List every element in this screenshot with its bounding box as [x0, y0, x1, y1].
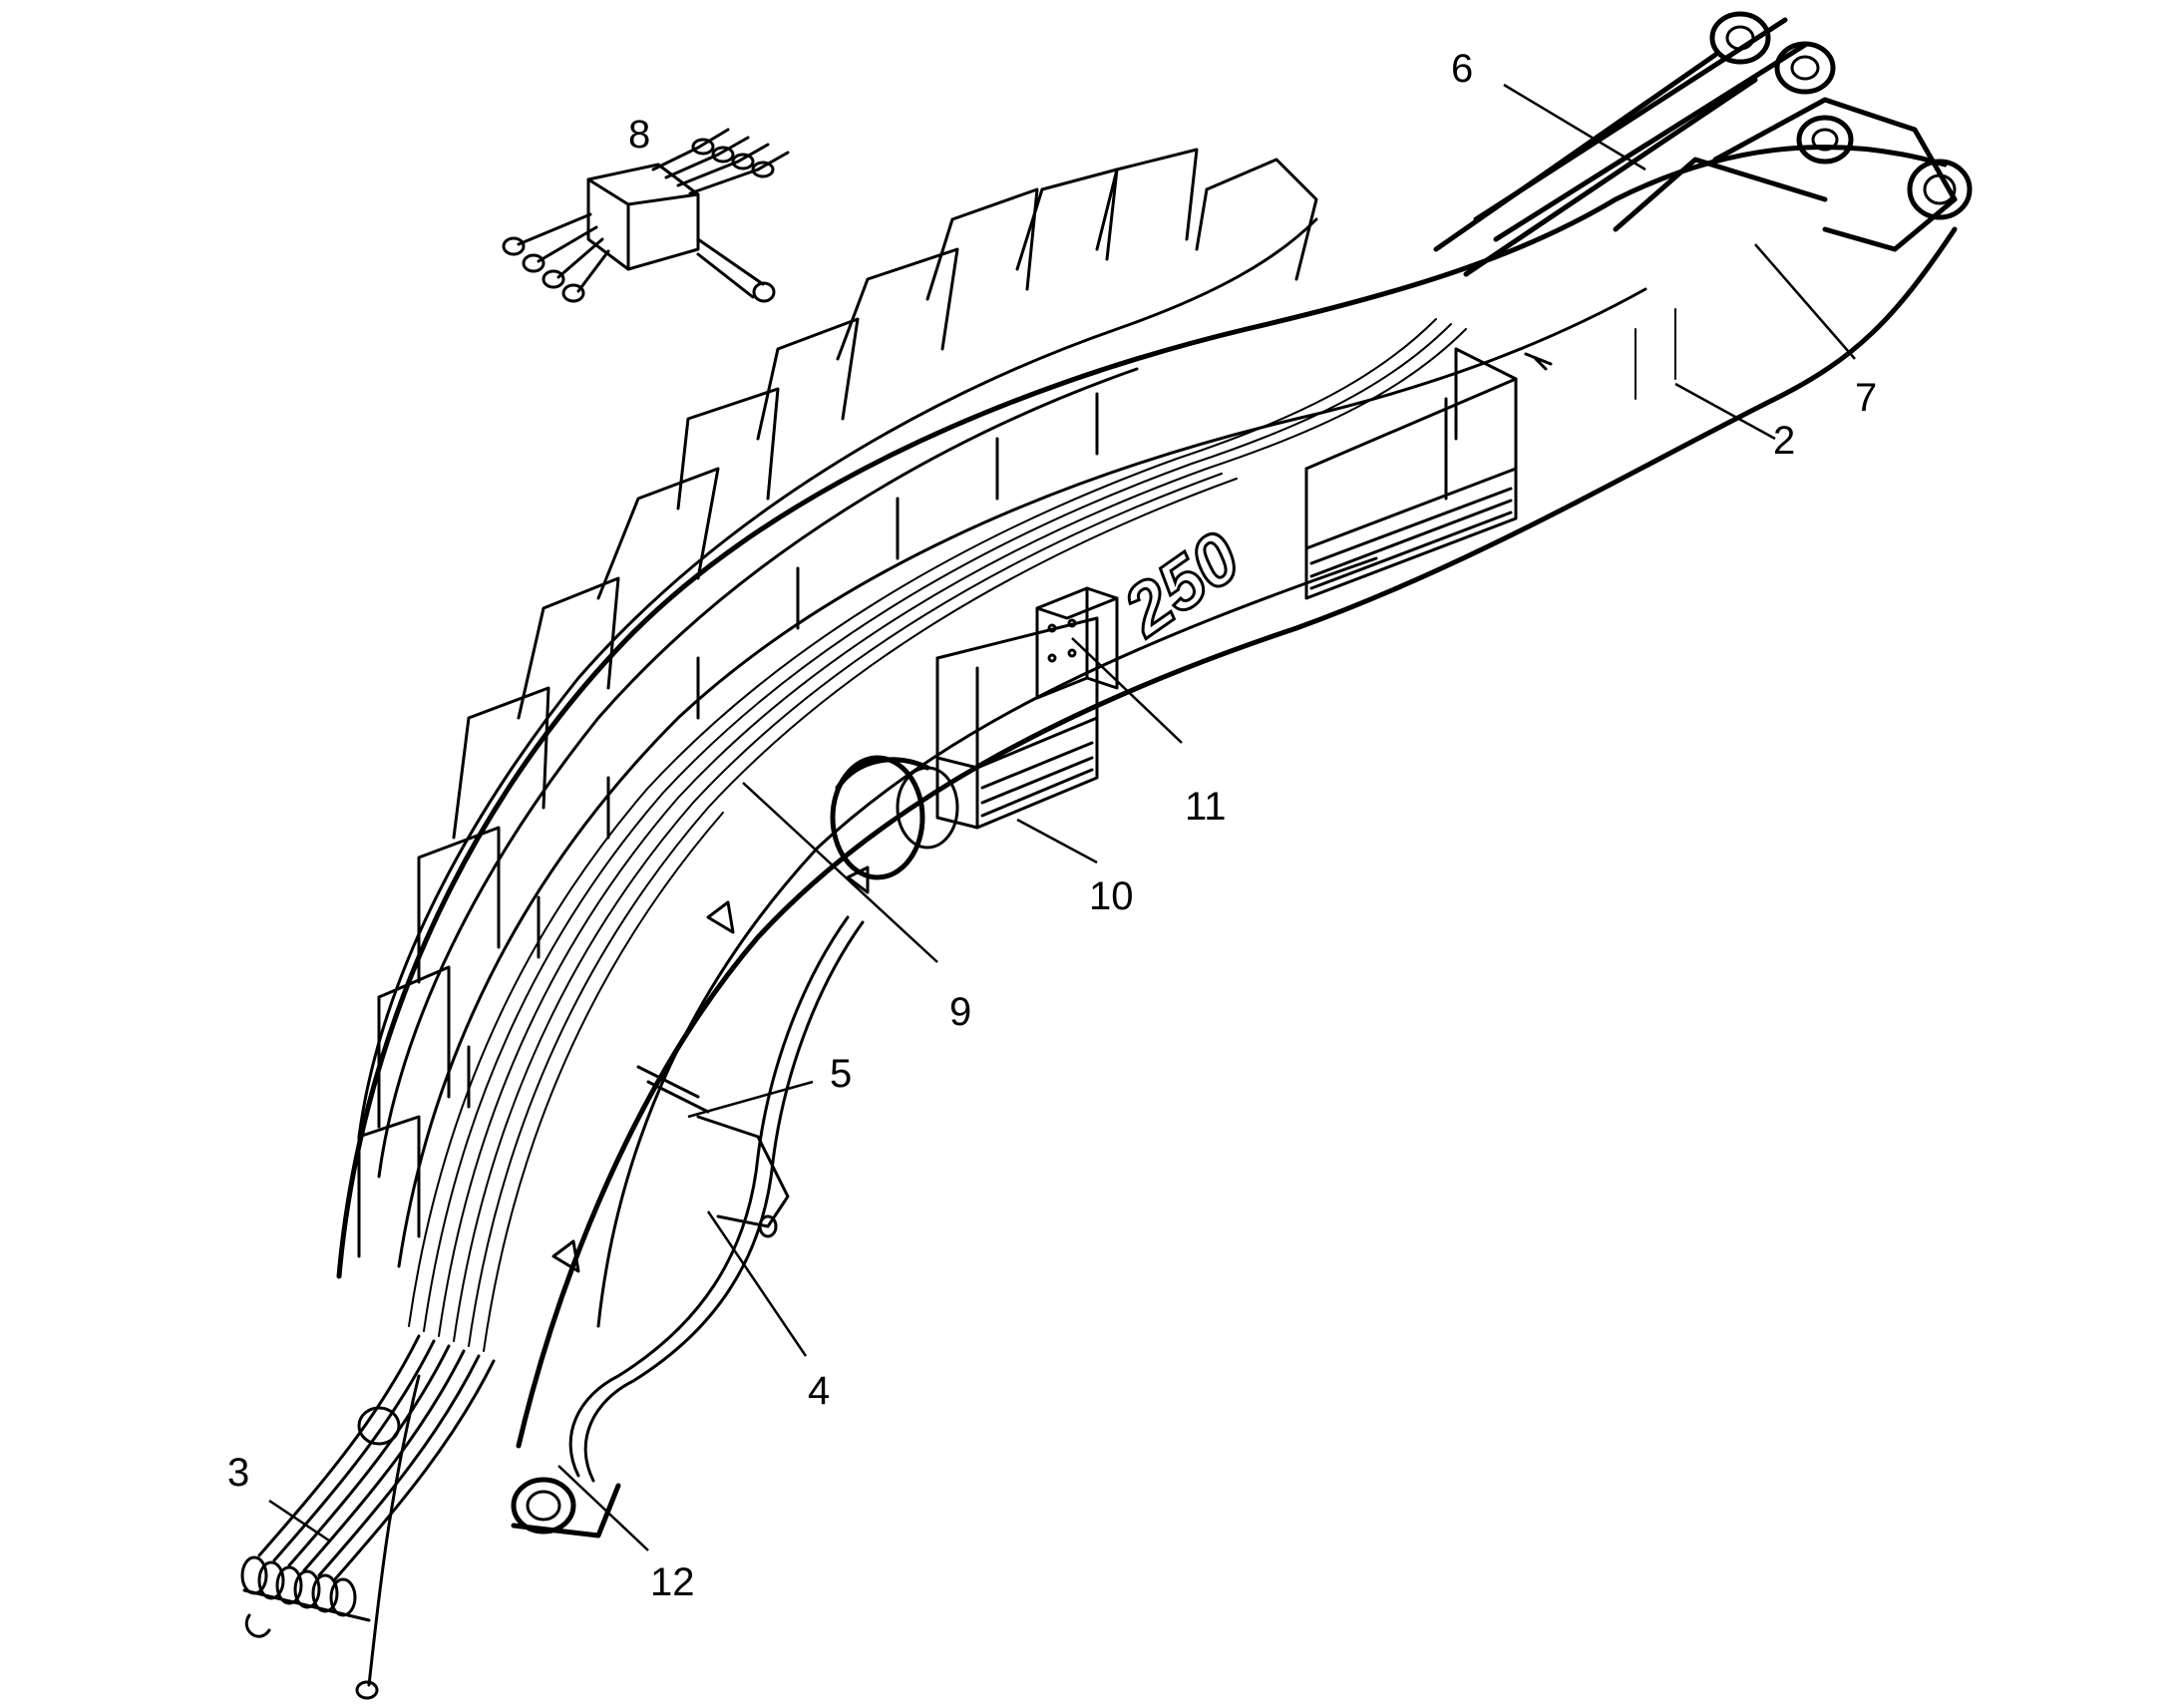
- leader-line-11: [1071, 637, 1183, 744]
- manifold-detail: [502, 128, 790, 303]
- callout-5: 5: [830, 1052, 852, 1096]
- callout-4: 4: [808, 1369, 830, 1413]
- manifold-hoses-lower: [502, 212, 776, 303]
- leader-line-6: [1503, 83, 1646, 171]
- leader-line-10: [1016, 818, 1098, 864]
- side-hose-loop: [568, 915, 865, 1483]
- leader-line-5: [687, 1080, 814, 1119]
- callout-labels: 2 3 4 5 6 7 8 9 10 11 12: [227, 47, 1877, 1604]
- callout-2: 2: [1773, 419, 1795, 463]
- leader-line-2: [1674, 382, 1776, 441]
- callout-12: 12: [650, 1560, 695, 1604]
- boom-cylinder: [1433, 11, 1854, 277]
- leader-line-12: [557, 1465, 649, 1551]
- leader-line-7: [1754, 243, 1856, 360]
- valve-block: [1035, 586, 1119, 700]
- swivel-drum: [830, 755, 959, 880]
- callout-7: 7: [1855, 376, 1877, 420]
- boom-foot: [357, 1406, 621, 1538]
- boom-model-marking: 250: [1109, 517, 1255, 653]
- leader-line-3: [268, 1499, 330, 1542]
- callout-9: 9: [949, 990, 971, 1034]
- handrails: [357, 148, 1318, 1258]
- callout-10: 10: [1089, 874, 1134, 918]
- callout-3: 3: [227, 1451, 249, 1495]
- leader-lines: [268, 83, 1856, 1551]
- upper-platform: [1304, 347, 1518, 600]
- manifold-hoses-upper: [651, 128, 790, 195]
- boom-tip: [1613, 97, 1973, 400]
- hydraulic-lines-bundle: [408, 318, 1467, 1352]
- callout-6: 6: [1451, 47, 1473, 91]
- side-plate-details: [551, 352, 1553, 1273]
- callout-11: 11: [1185, 785, 1227, 829]
- callout-8: 8: [628, 113, 650, 157]
- boom-body: [336, 144, 1958, 1449]
- hose-ends: [240, 1334, 496, 1700]
- leader-line-9: [742, 782, 938, 963]
- leader-line-4: [706, 1210, 808, 1357]
